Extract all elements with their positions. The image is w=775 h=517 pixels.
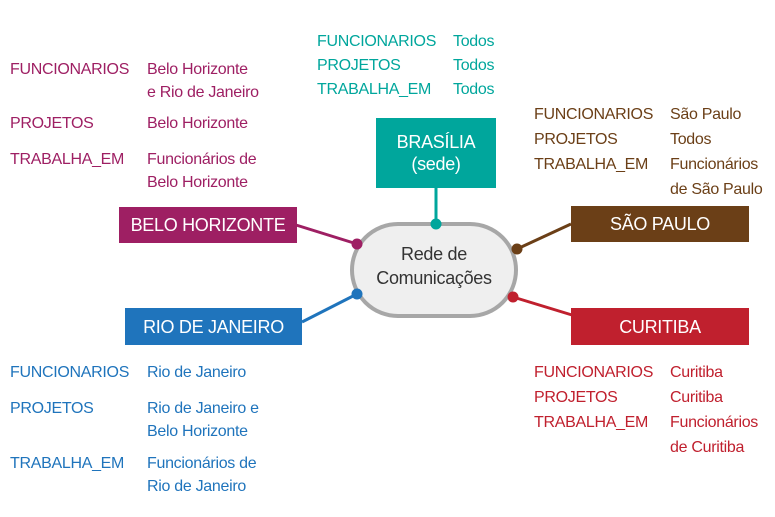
table-value: Todos (453, 57, 495, 74)
table-name: PROJETOS (317, 57, 401, 74)
table-brasilia: FUNCIONARIOS Todos PROJETOS Todos TRABALHA… (317, 30, 495, 102)
table-row: TRABALHA_EM Todos (317, 78, 495, 102)
table-name: FUNCIONARIOS (317, 33, 437, 50)
connector-dot-curitiba (507, 291, 519, 303)
hub-label-line2: Comunicações (376, 268, 492, 288)
node-rio-de-janeiro: RIO DE JANEIRO (125, 308, 302, 345)
table-name: TRABALHA_EM (10, 455, 125, 472)
table-row: FUNCIONARIOS Rio de Janeiro (10, 361, 259, 384)
node-brasilia-label-line2: (sede) (411, 154, 461, 174)
table-value: Todos (453, 33, 495, 50)
table-belo-horizonte: FUNCIONARIOS Belo Horizonte e Rio de Jane… (10, 58, 259, 194)
table-row: TRABALHA_EM Funcionários de São Paulo (534, 152, 763, 202)
table-name: TRABALHA_EM (534, 414, 649, 431)
node-sao-paulo: SÃO PAULO (571, 206, 749, 242)
table-row: PROJETOS Rio de Janeiro e Belo Horizonte (10, 397, 259, 443)
table-value: Curitiba (670, 364, 723, 381)
table-name: TRABALHA_EM (317, 81, 432, 98)
node-curitiba-label: CURITIBA (619, 316, 701, 337)
table-value: Funcionários de Rio de Janeiro (147, 455, 257, 495)
node-rio-de-janeiro-label: RIO DE JANEIRO (143, 316, 284, 337)
table-row: FUNCIONARIOS Belo Horizonte e Rio de Jane… (10, 58, 259, 104)
table-row: FUNCIONARIOS Todos (317, 30, 495, 54)
connector-sao-paulo (516, 222, 572, 251)
table-value: Rio de Janeiro e Belo Horizonte (147, 400, 259, 440)
connector-dot-sao-paulo (511, 243, 523, 255)
table-curitiba: FUNCIONARIOS Curitiba PROJETOS Curitiba TR… (534, 360, 758, 460)
table-name: FUNCIONARIOS (534, 106, 654, 123)
table-row: FUNCIONARIOS Curitiba (534, 360, 758, 385)
table-name: FUNCIONARIOS (10, 364, 130, 381)
table-sao-paulo: FUNCIONARIOS São Paulo PROJETOS Todos TRAB… (534, 102, 763, 202)
table-value: Belo Horizonte (147, 115, 248, 132)
table-name: PROJETOS (534, 389, 618, 406)
table-name: PROJETOS (10, 115, 94, 132)
node-brasilia: BRASÍLIA (sede) (376, 118, 496, 188)
table-row: FUNCIONARIOS São Paulo (534, 102, 762, 127)
table-value: Funcionários de Belo Horizonte (147, 151, 257, 191)
connector-dot-brasilia (430, 218, 442, 230)
table-row: PROJETOS Curitiba (534, 385, 758, 410)
table-row: TRABALHA_EM Funcionários de Belo Horizont… (10, 148, 259, 194)
table-value: Rio de Janeiro (147, 364, 246, 381)
table-value: Todos (453, 81, 495, 98)
table-row: PROJETOS Todos (317, 54, 495, 78)
table-rio-de-janeiro: FUNCIONARIOS Rio de Janeiro PROJETOS Rio d… (10, 361, 259, 498)
table-row: TRABALHA_EM Funcionários de Rio de Janeir… (10, 452, 259, 498)
node-brasilia-label-line1: BRASÍLIA (396, 132, 476, 152)
table-name: FUNCIONARIOS (10, 61, 130, 78)
connector-belo-horizonte (295, 223, 358, 246)
table-row: PROJETOS Todos (534, 127, 762, 152)
table-row: TRABALHA_EM Funcionários de Curitiba (534, 410, 758, 460)
table-name: TRABALHA_EM (10, 151, 125, 168)
node-sao-paulo-label: SÃO PAULO (609, 214, 710, 234)
connector-rio-de-janeiro (301, 292, 358, 324)
connector-dot-belo-horizonte (351, 238, 363, 250)
table-value: Funcionários de Curitiba (670, 414, 759, 456)
table-value: Belo Horizonte e Rio de Janeiro (147, 61, 259, 101)
node-belo-horizonte-label: BELO HORIZONTE (130, 215, 286, 235)
table-row: PROJETOS Belo Horizonte (10, 112, 259, 135)
table-value: São Paulo (670, 106, 742, 123)
hub-label-line1: Rede de (401, 244, 467, 264)
table-name: PROJETOS (534, 131, 618, 148)
table-name: FUNCIONARIOS (534, 364, 654, 381)
table-value: Todos (670, 131, 712, 148)
node-curitiba: CURITIBA (571, 308, 749, 345)
table-name: PROJETOS (10, 400, 94, 417)
table-name: TRABALHA_EM (534, 156, 649, 173)
connector-dot-rio-de-janeiro (351, 288, 363, 300)
connector-curitiba (512, 295, 573, 317)
node-belo-horizonte: BELO HORIZONTE (119, 207, 297, 243)
table-value: Curitiba (670, 389, 723, 406)
hub-label: Rede de Comunicações (355, 242, 513, 290)
table-value: Funcionários de São Paulo (670, 156, 763, 198)
